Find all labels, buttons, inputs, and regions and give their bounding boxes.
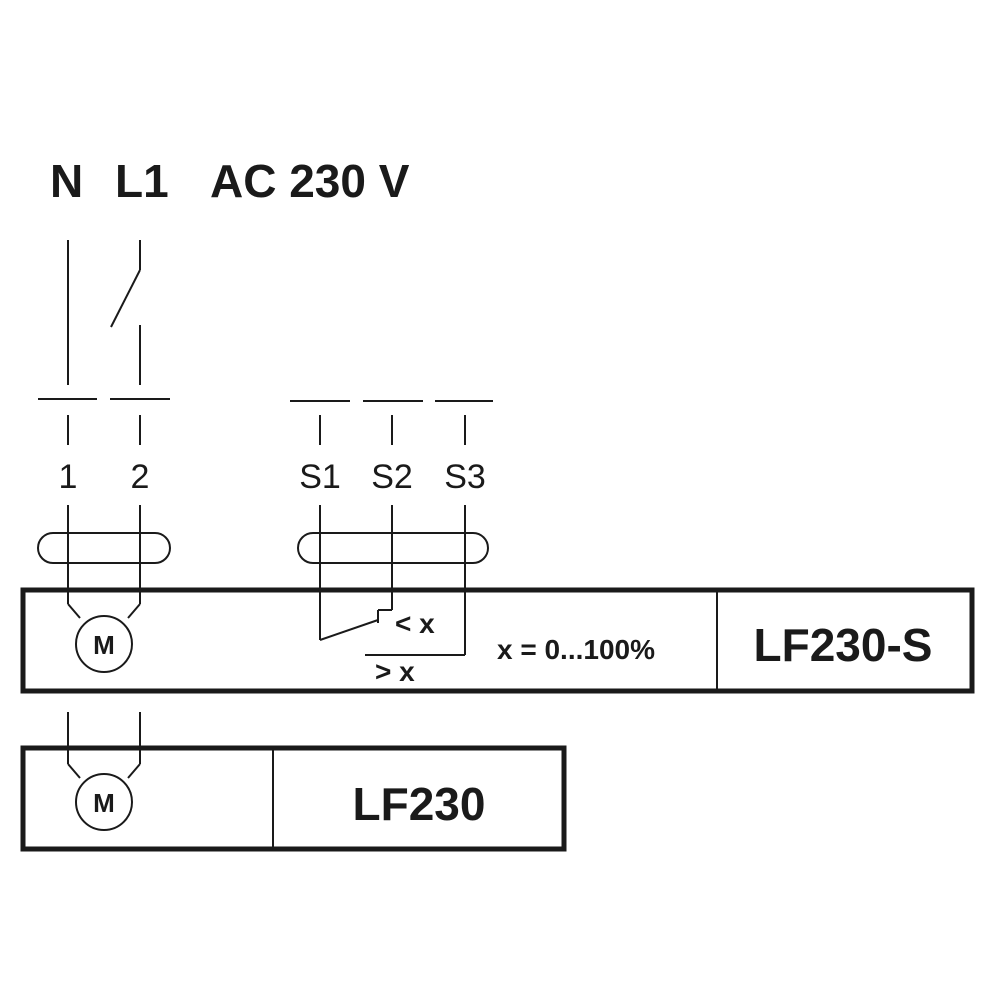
supply-voltage-label: AC 230 V <box>210 155 410 207</box>
lf230s-model-label: LF230-S <box>754 619 933 671</box>
lf230s-box <box>20 587 975 694</box>
switch-below-x-label: < x <box>395 608 435 639</box>
lf230s-motor-symbol <box>75 615 133 673</box>
neutral-label: N <box>50 155 83 207</box>
lf230-lead-2 <box>127 763 141 779</box>
switch-range-label: x = 0...100% <box>497 634 655 665</box>
lf230-motor-label: M <box>93 788 115 818</box>
lf230s-motor-label: M <box>93 630 115 660</box>
switch-above-x-label: > x <box>375 656 415 687</box>
lf230-motor-symbol <box>75 773 133 831</box>
terminal-label-s3: S3 <box>444 458 486 496</box>
motor-lead-2 <box>127 603 141 619</box>
lf230-lead-1 <box>67 763 81 779</box>
terminal-label-1: 1 <box>59 458 78 496</box>
aux-switch-contact <box>319 619 379 641</box>
line-label: L1 <box>115 155 169 207</box>
lf230-box <box>20 745 567 852</box>
motor-lead-1 <box>67 603 81 619</box>
terminal-label-s2: S2 <box>371 458 413 496</box>
power-cable-sheath <box>37 532 171 564</box>
lf230-model-label: LF230 <box>353 778 486 830</box>
terminal-label-s1: S1 <box>299 458 341 496</box>
supply-switch <box>110 269 141 328</box>
terminal-label-2: 2 <box>131 458 150 496</box>
